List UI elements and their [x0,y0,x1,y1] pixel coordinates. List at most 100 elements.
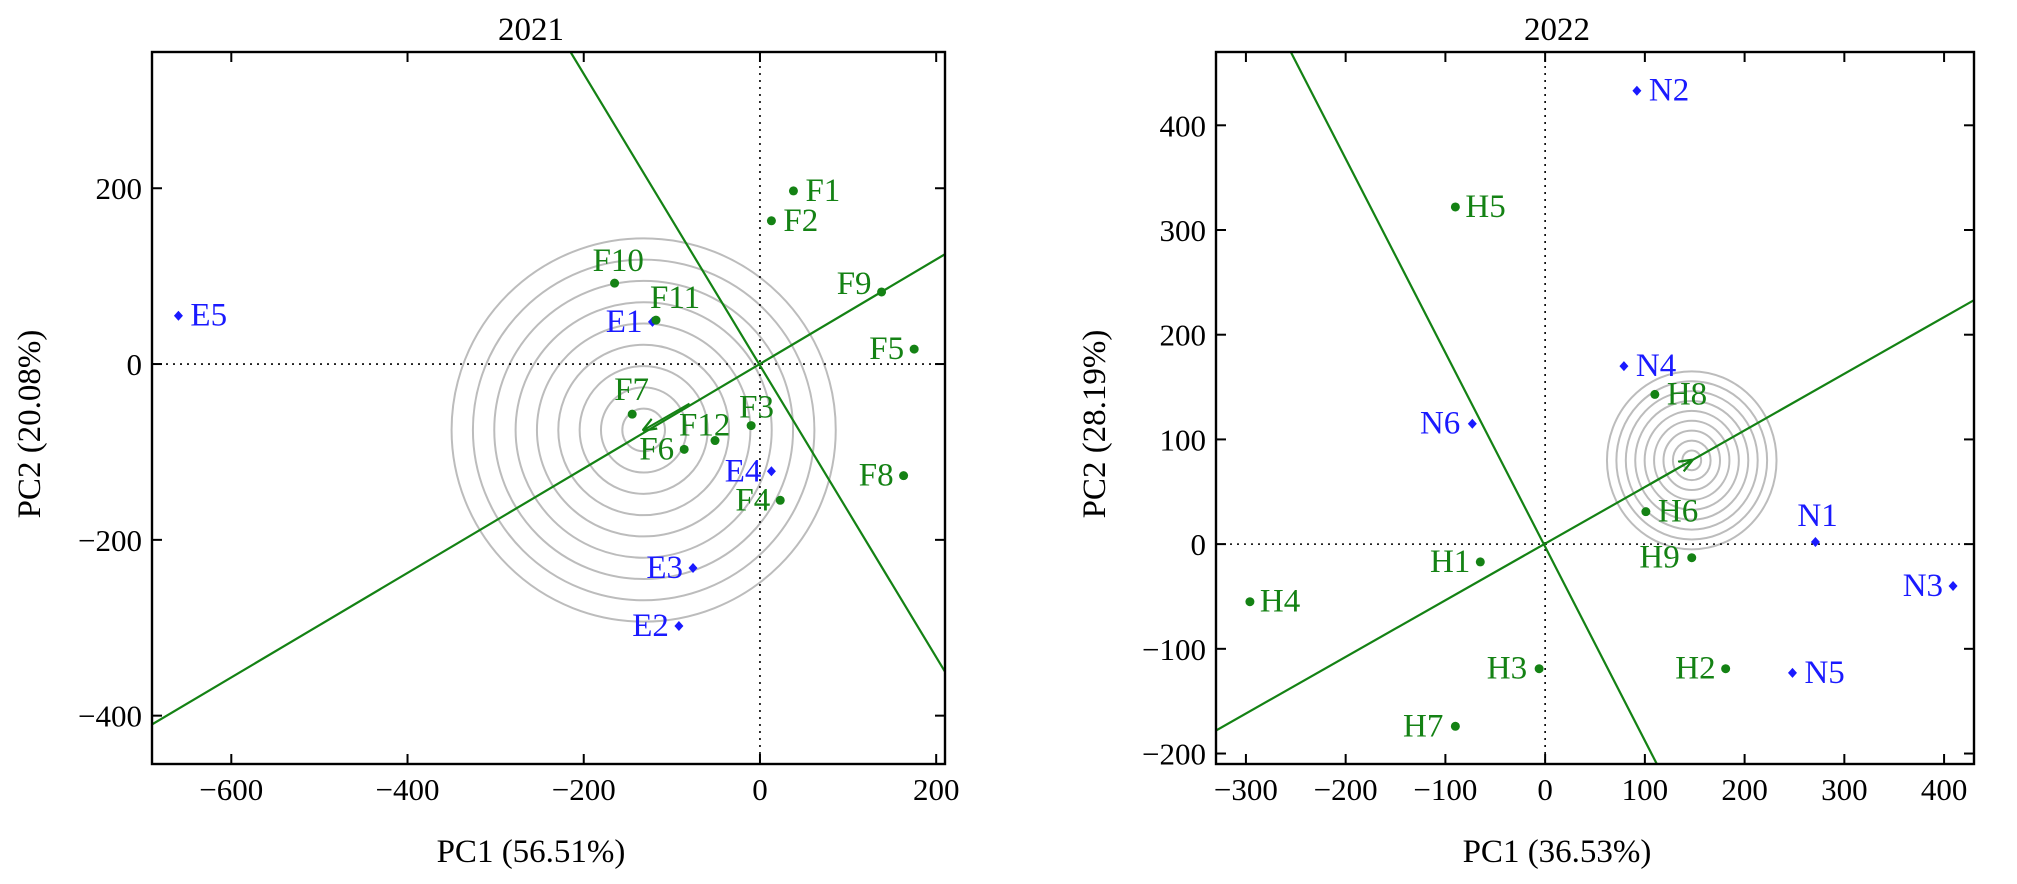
point-label-f10: F10 [593,243,644,279]
x-tick-label: −400 [376,772,440,807]
plot-inner [1216,52,1974,764]
x-tick-label: −600 [199,772,263,807]
biplot-2022: 2022 PC1 (36.53%) PC2 (28.19%) N1N2N3N4N… [1077,12,1976,870]
environment-point-f1 [788,186,798,196]
point-label-h1: H1 [1430,544,1470,580]
y-tick-label: 0 [127,347,143,382]
biplot-2021: 2021 PC1 (56.51%) PC2 (20.08%) E1E2E3E4E… [12,12,959,870]
point-label-n1: N1 [1797,498,1837,534]
environment-point-h7 [1450,721,1460,731]
genotype-point-e5 [173,310,183,321]
environment-point-f10 [610,278,620,288]
genotype-point-e2 [674,620,684,631]
point-label-f6: F6 [639,431,674,467]
average-environment-axis [1216,299,1974,732]
genotype-point-n5 [1787,667,1797,678]
x-tick-label: 0 [1537,772,1553,807]
point-label-f4: F4 [735,482,770,518]
panel-title: 2022 [1524,12,1590,48]
y-tick-label: 100 [1160,422,1207,457]
point-label-h3: H3 [1487,651,1527,687]
environment-point-f8 [899,471,909,481]
y-tick-label: −100 [1142,632,1206,667]
genotype-point-e3 [688,562,698,573]
y-tick-label: 400 [1160,108,1207,143]
point-label-f3: F3 [739,390,774,426]
y-tick-label: 300 [1160,213,1207,248]
concentric-ring [557,343,731,517]
plot-area: E1E2E3E4E5F1F2F3F4F5F6F7F8F9F10F11F12−60… [78,50,960,807]
x-tick-label: −300 [1214,772,1278,807]
point-label-f12: F12 [679,408,730,444]
concentric-ring [578,365,709,495]
concentric-ring [471,258,816,602]
point-label-e2: E2 [632,608,669,644]
genotype-point-n2 [1632,85,1642,96]
point-label-f11: F11 [650,280,700,316]
point-label-n3: N3 [1903,568,1943,604]
concentric-ring [1643,409,1740,511]
genotype-point-e4 [766,466,776,477]
environment-point-h1 [1475,557,1485,567]
environment-point-h2 [1721,664,1731,674]
plot-frame [1214,50,1976,766]
average-environment-axis [152,253,945,726]
y-tick-label: 200 [1160,318,1207,353]
x-axis-title: PC1 (56.51%) [437,834,626,870]
concentric-ring [1653,419,1731,501]
point-label-f7: F7 [614,372,649,408]
concentric-ring [493,279,795,581]
environment-point-f9 [877,287,887,297]
concentric-ring [514,301,773,559]
point-label-e3: E3 [646,550,683,586]
genotype-point-n3 [1948,581,1958,591]
x-tick-label: −200 [1314,772,1378,807]
y-axis-title: PC2 (28.19%) [1077,330,1113,519]
environment-point-f7 [627,409,637,419]
environment-point-h3 [1534,664,1544,674]
environment-point-h9 [1687,553,1697,563]
x-tick-label: 200 [913,772,960,807]
x-tick-label: −200 [552,772,616,807]
genotype-point-n6 [1467,418,1477,429]
y-tick-label: 200 [96,171,143,206]
point-label-n4: N4 [1636,348,1676,384]
concentric-ring [1662,429,1722,492]
point-label-h2: H2 [1675,651,1715,687]
environment-point-h5 [1450,202,1460,212]
point-label-e4: E4 [725,453,762,489]
genotype-point-n1 [1810,537,1820,548]
x-tick-label: 400 [1921,772,1968,807]
environment-point-h8 [1650,389,1660,399]
concentric-ring [1624,390,1759,531]
y-tick-label: 0 [1191,527,1207,562]
environment-point-f2 [766,216,776,226]
concentric-ring [599,386,688,474]
perpendicular-axis [1289,52,1658,764]
environment-point-f11 [651,315,661,325]
point-label-n2: N2 [1649,73,1689,109]
concentric-ring [621,407,667,453]
environment-point-f12 [710,436,720,446]
y-tick-label: −200 [1142,737,1206,772]
point-label-h5: H5 [1465,189,1505,225]
x-tick-label: 100 [1622,772,1669,807]
environment-point-f6 [679,444,689,454]
point-label-h9: H9 [1639,540,1679,576]
perpendicular-axis [569,52,945,673]
concentric-ring [1615,380,1769,541]
genotype-point-n4 [1619,361,1629,372]
concentric-ring [450,237,837,623]
x-tick-label: 0 [752,772,768,807]
point-label-h8: H8 [1667,376,1707,412]
x-tick-label: −100 [1413,772,1477,807]
point-label-e5: E5 [190,298,227,334]
point-label-f9: F9 [837,266,872,302]
point-label-f1: F1 [805,173,840,209]
point-label-n5: N5 [1804,655,1844,691]
concentric-ring [1634,400,1750,521]
plot-inner [152,52,945,764]
point-label-n6: N6 [1420,406,1460,442]
environment-point-f4 [775,495,785,505]
point-label-h4: H4 [1260,584,1300,620]
